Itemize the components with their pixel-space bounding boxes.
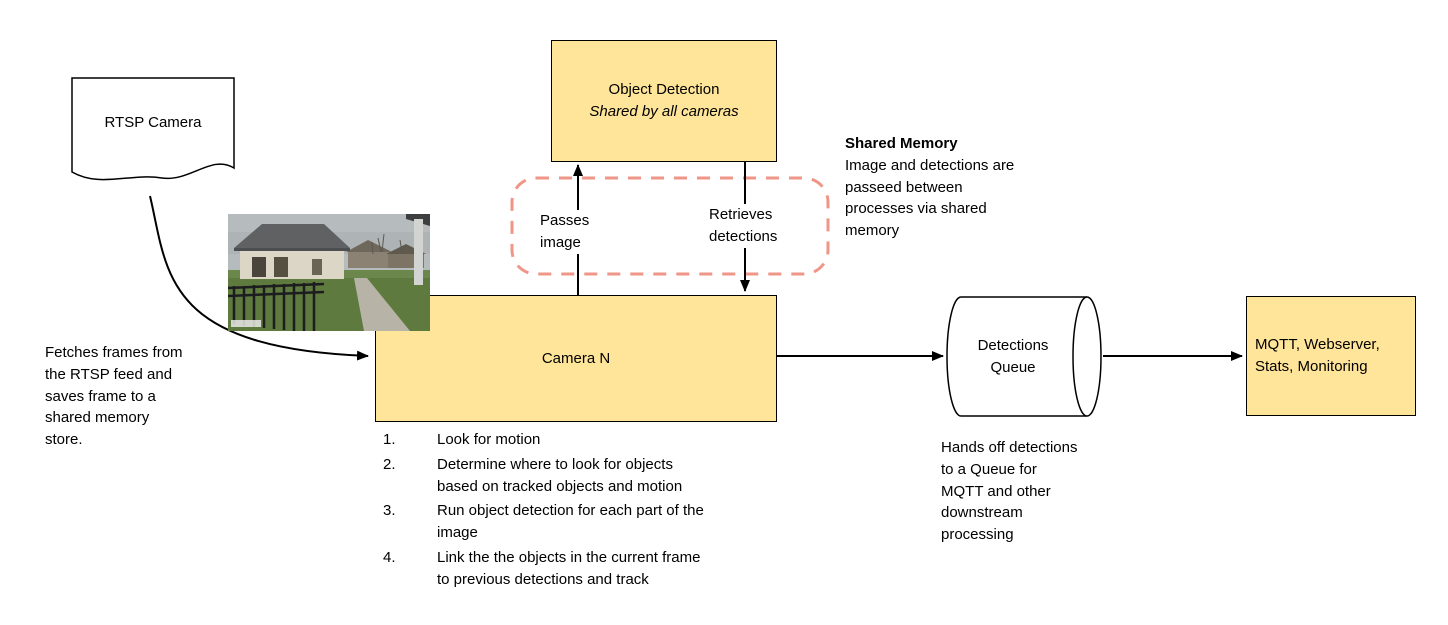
fetch-frames-note: Fetches frames from the RTSP feed and sa…: [45, 344, 183, 448]
step-number: 4.: [383, 548, 396, 566]
retrieves-detections-label: Retrieves detections: [707, 204, 780, 248]
camera-snapshot-scene: [227, 214, 430, 331]
shared-memory-note-title: Shared Memory: [845, 135, 958, 152]
step-text: Run object detection for each part of th…: [437, 502, 704, 541]
camera-n-label: Camera N: [541, 349, 611, 367]
rtsp-camera-label: RTSP Camera: [104, 114, 202, 131]
rtsp-camera-node: RTSP Camera: [70, 76, 236, 198]
object-detection-node: Object Detection Shared by all cameras: [551, 40, 777, 162]
step-text: Determine where to look for objects base…: [437, 455, 683, 495]
step-number: 2.: [383, 455, 396, 473]
step-text: Link the the objects in the current fram…: [437, 548, 701, 588]
queue-handoff-note: Hands off detections to a Queue for MQTT…: [941, 439, 1078, 543]
step-text: Look for motion: [437, 431, 541, 448]
document-shape-icon: [71, 77, 235, 181]
queue-cylinder-icon: [946, 296, 1102, 417]
detections-queue-node: Detections Queue: [945, 293, 1105, 420]
step-number: 3.: [383, 502, 396, 520]
mqtt-webserver-node: MQTT, Webserver, Stats, Monitoring: [1246, 296, 1416, 416]
shared-memory-note: Shared Memory Image and detections are p…: [845, 133, 1050, 242]
object-detection-title: Object Detection: [608, 81, 720, 99]
camera-snapshot-image: [227, 214, 430, 331]
object-detection-subtitle: Shared by all cameras: [589, 103, 739, 120]
passes-image-label: Passes image: [538, 210, 592, 254]
shared-memory-boundary: [510, 176, 830, 276]
camera-steps-list: 1. Look for motion 2. Determine where to…: [383, 429, 779, 590]
step-number: 1.: [383, 431, 396, 448]
detections-queue-label: Detections Queue: [977, 336, 1049, 376]
shared-memory-note-body: Image and detections are passeed between…: [845, 156, 1015, 239]
camera-n-node: Camera N: [375, 295, 777, 422]
